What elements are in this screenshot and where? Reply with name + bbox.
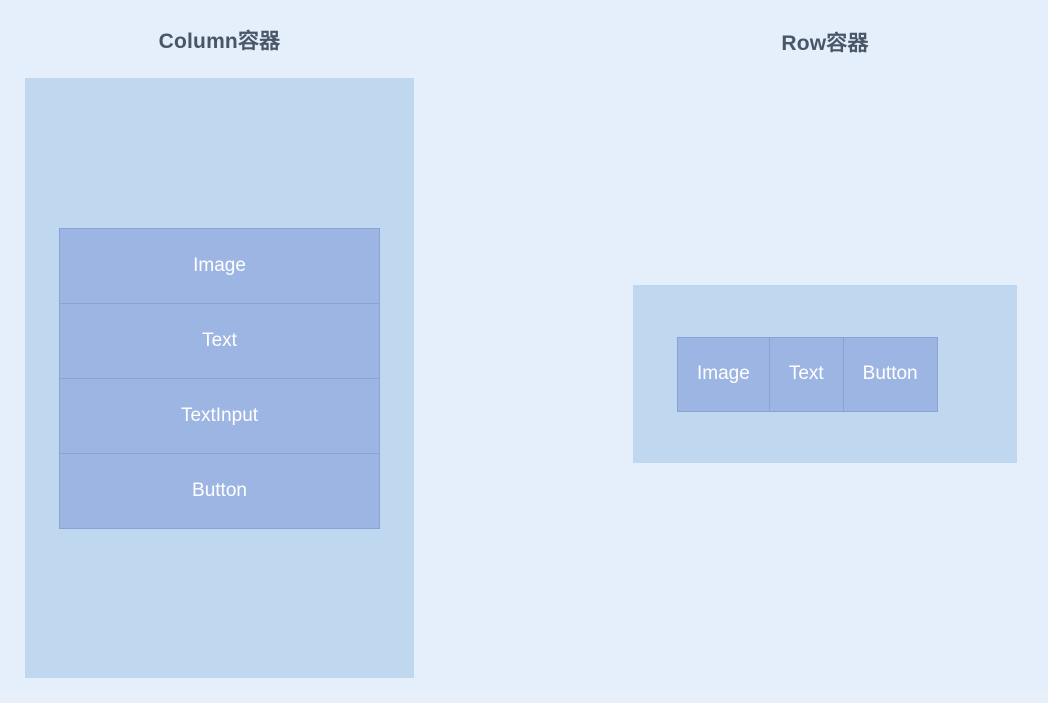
column-item-text[interactable]: Text [59, 302, 380, 379]
column-item-image[interactable]: Image [59, 227, 380, 304]
row-item-text[interactable]: Text [768, 336, 844, 412]
column-panel-title: Column容器 [158, 30, 281, 53]
column-item-textinput[interactable]: TextInput [59, 377, 380, 454]
row-container: Image Text Button [633, 285, 1017, 463]
row-item-button[interactable]: Button [842, 336, 938, 412]
row-item-image[interactable]: Image [677, 336, 770, 412]
column-container: Image Text TextInput Button [25, 78, 414, 678]
row-panel-title: Row容器 [781, 32, 869, 55]
column-item-button[interactable]: Button [59, 452, 380, 529]
page-bottom-strip [0, 692, 1048, 703]
